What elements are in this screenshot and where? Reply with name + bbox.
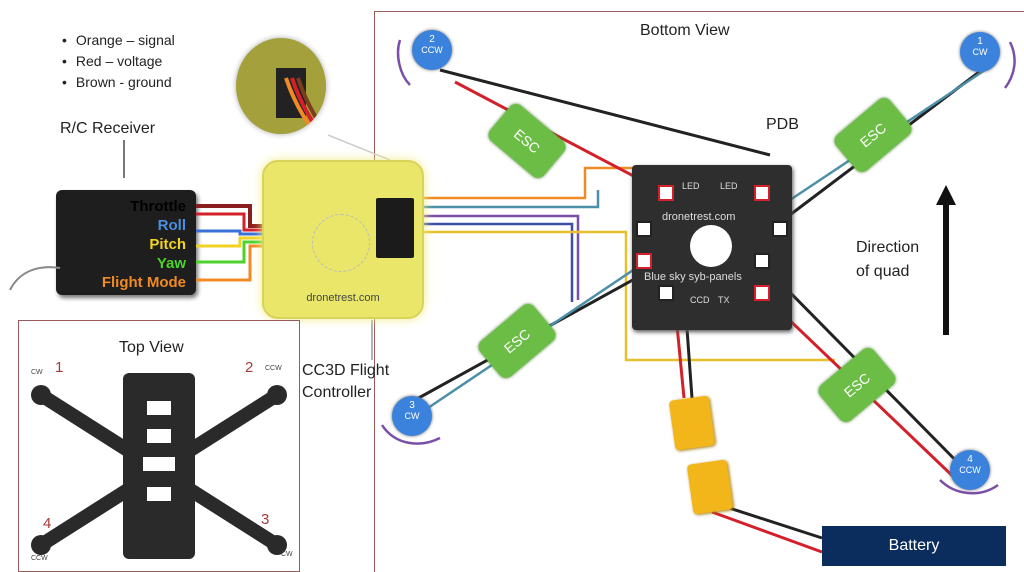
direction-line2: of quad: [856, 263, 910, 280]
motor-3-number: 3: [409, 400, 415, 411]
channel-flight-mode: Flight Mode: [101, 274, 186, 291]
top-motor-1-number: 1: [55, 359, 64, 376]
fc-label-line2: Controller: [302, 384, 372, 401]
fc-chip-outline: [312, 214, 370, 272]
bottom-view-title: Bottom View: [640, 22, 730, 39]
xt60-connector-battery: [686, 459, 734, 515]
motor-1-number: 1: [977, 36, 983, 47]
motor-4-direction: CCW: [959, 465, 981, 475]
top-view-panel: Top View 1 CW 2 CCW 3 CW 4 CCW: [18, 320, 300, 572]
pdb-pad: [754, 185, 770, 201]
wire-color-legend: Orange – signal Red – voltage Brown - gr…: [62, 30, 175, 93]
motor-1-direction: CW: [972, 47, 988, 57]
pdb-center-hole: [690, 225, 732, 267]
channel-roll: Roll: [157, 217, 186, 234]
motor-2-direction: CCW: [421, 45, 443, 55]
pdb-silkscreen: Blue sky syb-panels: [644, 271, 742, 283]
fc-label-line1: CC3D Flight: [302, 362, 390, 379]
fc-pin-header: [376, 198, 414, 258]
motor-1: 1 CW: [960, 32, 1000, 72]
receiver-title: R/C Receiver: [60, 120, 156, 137]
pdb-pad: [754, 285, 770, 301]
top-motor-2-direction: CCW: [265, 365, 282, 372]
top-motor-3-direction: CW: [281, 551, 293, 558]
top-motor-4-number: 4: [43, 515, 52, 532]
fc-label: CC3D Flight Controller: [302, 360, 389, 404]
top-motor-2-number: 2: [245, 359, 254, 376]
pdb-pad: [658, 185, 674, 201]
direction-line1: Direction: [856, 239, 920, 256]
pdb-led-label-left: LED: [682, 181, 700, 191]
pdb-pad: [636, 253, 652, 269]
channel-pitch: Pitch: [149, 236, 186, 253]
legend-ground: Brown - ground: [62, 72, 175, 93]
power-distribution-board: LED LED dronetrest.com Blue sky syb-pane…: [632, 165, 792, 330]
top-motor-3-number: 3: [261, 511, 270, 528]
rc-receiver: Throttle Roll Pitch Yaw Flight Mode: [56, 190, 196, 295]
pdb-pad: [754, 253, 770, 269]
pdb-watermark: dronetrest.com: [662, 211, 736, 223]
top-view-title: Top View: [119, 339, 184, 356]
pdb-pad: [658, 285, 674, 301]
motor-2-number: 2: [429, 34, 435, 45]
pdb-pad: [636, 221, 652, 237]
xt60-connector-pdb: [668, 395, 716, 451]
direction-label: Direction of quad: [856, 236, 919, 284]
channel-yaw: Yaw: [156, 255, 186, 272]
pdb-pad: [772, 221, 788, 237]
top-motor-4-direction: CCW: [31, 555, 48, 562]
motor-3: 3 CW: [392, 396, 432, 436]
frame-drawing: [31, 373, 287, 559]
motor-2: 2 CCW: [412, 30, 452, 70]
channel-throttle: Throttle: [130, 198, 186, 215]
legend-signal: Orange – signal: [62, 30, 175, 51]
battery: Battery: [822, 526, 1006, 566]
cc3d-flight-controller: dronetrest.com: [262, 160, 424, 319]
pdb-ccd-label: CCD: [690, 295, 710, 305]
legend-voltage: Red – voltage: [62, 51, 175, 72]
fc-watermark: dronetrest.com: [306, 292, 380, 304]
motor-3-direction: CW: [404, 411, 420, 421]
pdb-led-label-right: LED: [720, 181, 738, 191]
motor-4: 4 CCW: [950, 450, 990, 490]
pdb-tx-label: TX: [718, 295, 730, 305]
pdb-label: PDB: [766, 116, 799, 133]
motor-4-number: 4: [967, 454, 973, 465]
top-motor-1-direction: CW: [31, 369, 43, 376]
